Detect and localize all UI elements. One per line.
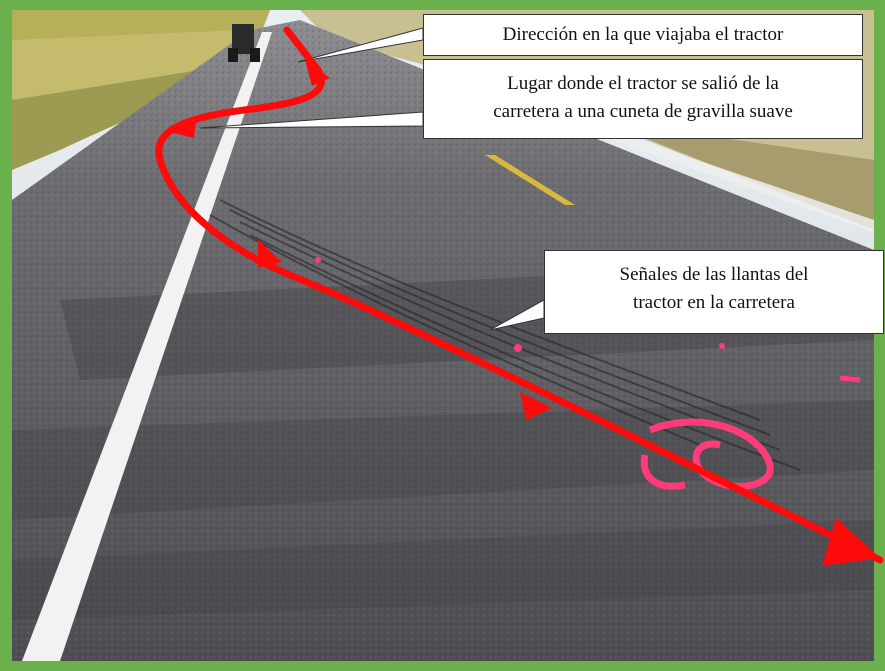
travel-path-arrow: [155, 26, 884, 564]
callout-exit-point: Lugar donde el tractor se salió de la ca…: [423, 59, 863, 139]
arrow-heads: [170, 60, 880, 566]
callout-travel-direction-text: Dirección en la que viajaba el tractor: [502, 24, 784, 45]
center-line: [485, 155, 575, 205]
white-edge-line: [22, 32, 272, 661]
callout-exit-point-line1: Lugar donde el tractor se salió de la: [507, 73, 779, 94]
tractor: [228, 24, 260, 62]
callout-tire-marks-line1: Señales de las llantas del: [619, 264, 809, 285]
callout-travel-direction: Dirección en la que viajaba el tractor: [423, 14, 863, 56]
callout-tire-marks-line2: tractor en la carretera: [633, 292, 795, 313]
callout-exit-point-line2: carretera a una cuneta de gravilla suave: [493, 101, 793, 122]
paint-marks: [315, 257, 861, 490]
tire-marks: [209, 199, 801, 471]
callout-tire-marks: Señales de las llantas del tractor en la…: [544, 250, 884, 334]
